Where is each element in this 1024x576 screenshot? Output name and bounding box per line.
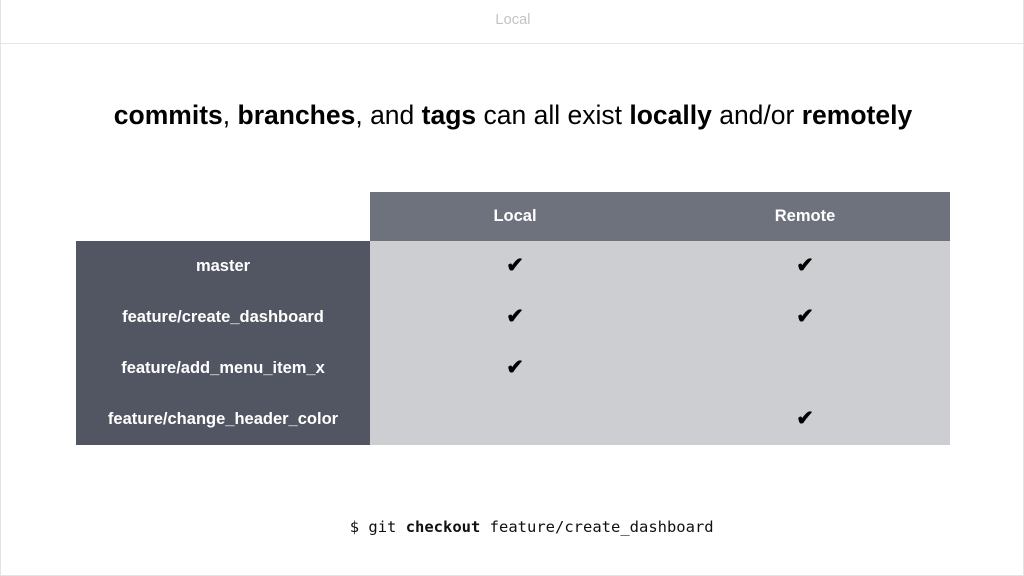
- page-title: commits, branches, and tags can all exis…: [1, 98, 1024, 132]
- row-label-branch: feature/change_header_color: [76, 394, 370, 445]
- table-row: feature/create_dashboard ✔ ✔: [76, 292, 950, 343]
- table-body: master✔✔feature/create_dashboard✔✔featur…: [76, 241, 950, 445]
- cell-local: ✔: [370, 292, 660, 343]
- branch-location-table: Local Remote master✔✔feature/create_dash…: [76, 192, 950, 445]
- cell-local: ✔: [370, 343, 660, 394]
- cell-remote: ✔: [660, 241, 950, 292]
- check-icon: ✔: [796, 407, 814, 430]
- top-bar-caption: Local: [495, 12, 531, 28]
- command-subcommand: checkout: [405, 518, 481, 536]
- table-corner-cell: [76, 192, 370, 241]
- page-title-segment: commits: [113, 100, 223, 130]
- page-title-segment: branches: [237, 100, 356, 130]
- command-argument: feature/create_dashboard: [480, 518, 714, 536]
- cell-local: ✔: [370, 241, 660, 292]
- check-icon: ✔: [506, 254, 524, 277]
- page-title-segment: remotely: [801, 100, 913, 130]
- cell-local: [370, 394, 660, 445]
- cell-remote: ✔: [660, 292, 950, 343]
- row-label-branch: feature/add_menu_item_x: [76, 343, 370, 394]
- table-row: master ✔ ✔: [76, 241, 950, 292]
- table-row: feature/add_menu_item_x ✔: [76, 343, 950, 394]
- column-header-local: Local: [370, 192, 660, 241]
- cell-remote: ✔: [660, 394, 950, 445]
- row-label-branch: feature/create_dashboard: [76, 292, 370, 343]
- table-header: Local Remote: [76, 192, 950, 241]
- table-header-row: Local Remote: [76, 192, 950, 241]
- page-title-segment: locally: [629, 100, 712, 130]
- row-label-branch: master: [76, 241, 370, 292]
- column-header-remote: Remote: [660, 192, 950, 241]
- command-program: git: [368, 518, 406, 536]
- page-title-segment: ,: [222, 100, 238, 130]
- top-bar: Local: [1, 0, 1024, 44]
- cell-remote: [660, 343, 950, 394]
- check-icon: ✔: [796, 305, 814, 328]
- check-icon: ✔: [796, 254, 814, 277]
- page-title-segment: and/or: [711, 100, 802, 130]
- check-icon: ✔: [506, 305, 524, 328]
- page-title-segment: tags: [421, 100, 477, 130]
- git-command-line: $ git checkout feature/create_dashboard: [1, 500, 1024, 554]
- command-prompt: $: [349, 518, 369, 536]
- page-title-segment: , and: [355, 100, 422, 130]
- table-row: feature/change_header_color ✔: [76, 394, 950, 445]
- page-title-segment: can all exist: [476, 100, 630, 130]
- check-icon: ✔: [506, 356, 524, 379]
